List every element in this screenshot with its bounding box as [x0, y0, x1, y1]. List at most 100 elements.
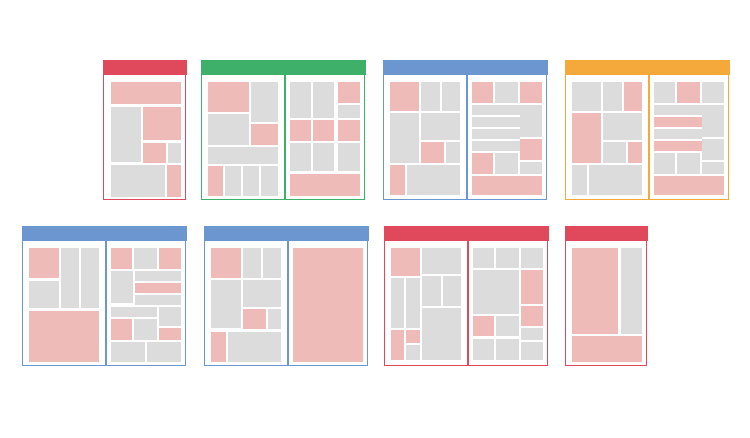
single-page-red-bottom — [564, 226, 648, 366]
text-block — [702, 139, 724, 160]
image-block — [251, 124, 278, 145]
text-block — [472, 129, 520, 139]
text-block — [495, 153, 518, 174]
text-block — [520, 105, 542, 137]
text-block — [134, 248, 157, 269]
text-block — [654, 82, 675, 103]
text-block — [442, 82, 460, 111]
text-block — [263, 248, 281, 278]
text-block — [520, 162, 542, 174]
text-block — [422, 276, 441, 306]
text-block — [111, 307, 157, 317]
text-block — [134, 319, 157, 340]
image-block — [338, 82, 360, 103]
text-block — [338, 143, 360, 171]
header-bar — [564, 226, 648, 241]
image-block — [111, 248, 132, 269]
image-block — [135, 283, 181, 293]
image-block — [313, 120, 334, 141]
text-block — [702, 82, 724, 103]
header-bar — [383, 226, 549, 241]
text-block — [211, 280, 241, 328]
image-block — [143, 107, 181, 140]
image-block — [293, 248, 363, 362]
text-block — [313, 82, 334, 118]
image-block — [111, 319, 132, 340]
image-block — [520, 139, 542, 160]
image-block — [521, 270, 543, 304]
image-block — [521, 306, 543, 326]
text-block — [702, 105, 724, 137]
image-block — [211, 332, 226, 362]
text-block — [472, 105, 520, 115]
text-block — [243, 166, 259, 196]
page-divider — [287, 241, 289, 365]
text-block — [290, 143, 311, 171]
text-block — [290, 82, 311, 118]
text-block — [473, 248, 494, 268]
text-block — [406, 278, 420, 328]
image-block — [390, 165, 405, 195]
text-block — [496, 248, 519, 268]
page-divider — [105, 241, 107, 365]
text-block — [313, 143, 334, 171]
text-block — [111, 107, 141, 162]
text-block — [472, 117, 520, 127]
image-block — [654, 176, 724, 195]
spread-blue-bottom-left — [21, 226, 187, 366]
image-block — [290, 120, 311, 141]
image-block — [111, 82, 181, 104]
image-block — [390, 82, 419, 111]
text-block — [243, 248, 261, 278]
text-block — [589, 165, 642, 195]
text-block — [208, 114, 249, 145]
image-block — [211, 248, 241, 278]
image-block — [391, 248, 420, 276]
text-block — [572, 82, 601, 111]
text-block — [496, 339, 519, 360]
image-block — [520, 82, 542, 103]
text-block — [603, 142, 626, 163]
image-block — [654, 117, 702, 127]
text-block — [677, 153, 700, 174]
text-block — [29, 281, 59, 308]
text-block — [621, 248, 642, 334]
text-block — [521, 342, 543, 360]
text-block — [603, 113, 642, 140]
text-block — [603, 82, 622, 111]
image-block — [208, 166, 223, 196]
text-block — [251, 82, 278, 122]
text-block — [243, 280, 281, 307]
text-block — [111, 342, 145, 362]
image-block — [572, 113, 601, 163]
text-block — [135, 271, 181, 281]
text-block — [261, 166, 278, 196]
page-divider — [284, 75, 286, 199]
image-block — [290, 174, 360, 196]
text-block — [654, 129, 702, 139]
text-block — [61, 248, 79, 308]
text-block — [390, 113, 419, 163]
text-block — [496, 316, 519, 336]
text-block — [228, 332, 281, 362]
text-block — [495, 82, 518, 103]
text-block — [572, 165, 587, 195]
text-block — [443, 276, 461, 306]
text-block — [654, 153, 675, 174]
image-block — [338, 120, 360, 141]
header-bar — [382, 60, 548, 75]
image-block — [243, 309, 266, 329]
image-block — [572, 336, 642, 362]
image-block — [628, 142, 642, 163]
text-block — [168, 143, 181, 163]
text-block — [421, 113, 460, 140]
text-block — [338, 105, 360, 118]
text-block — [391, 278, 404, 328]
text-block — [225, 166, 241, 196]
text-block — [702, 162, 724, 174]
image-block — [406, 330, 420, 343]
text-block — [135, 295, 181, 305]
header-bar — [203, 226, 369, 241]
image-block — [572, 248, 618, 334]
spread-blue-top — [382, 60, 548, 200]
